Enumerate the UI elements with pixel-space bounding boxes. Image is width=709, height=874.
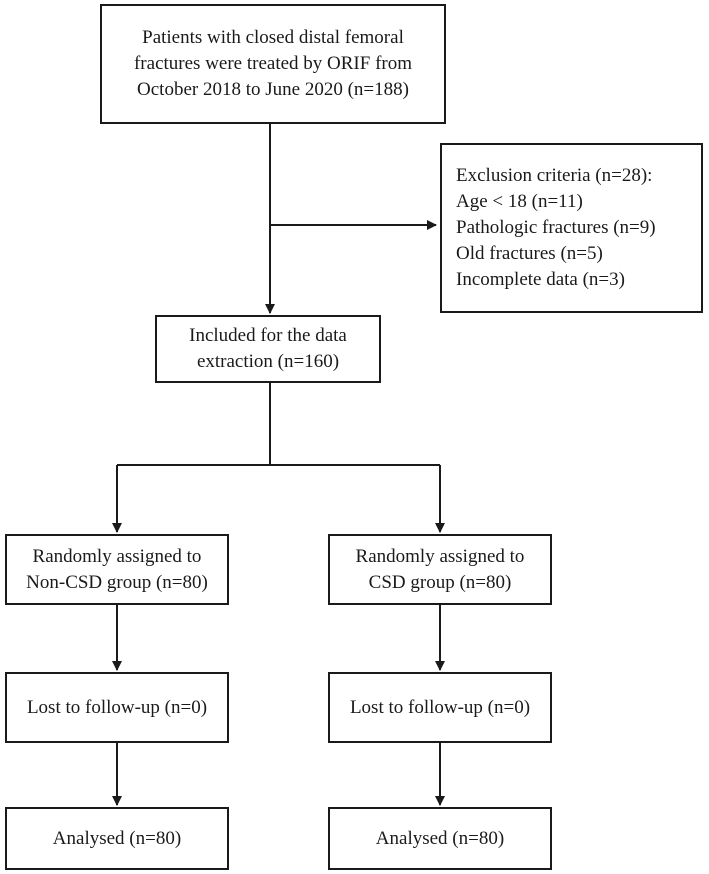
exclusion-item: Old fractures (n=5): [456, 243, 603, 264]
left-assigned-line: Randomly assigned to: [32, 545, 202, 567]
left-lost-box: Lost to follow-up (n=0): [5, 672, 229, 743]
left-analysed-box: Analysed (n=80): [5, 807, 229, 870]
right-analysed-line: Analysed (n=80): [375, 827, 505, 849]
included-line: Included for the data: [189, 325, 347, 346]
left-analysed-line: Analysed (n=80): [52, 827, 182, 849]
start-line: Patients with closed distal femoral: [142, 27, 404, 48]
exclusion-box: Exclusion criteria (n=28): Age < 18 (n=1…: [440, 143, 703, 313]
left-assigned-line: Non-CSD group (n=80): [26, 571, 208, 593]
right-assigned-line: Randomly assigned to: [355, 545, 525, 567]
right-assigned-box: Randomly assigned to CSD group (n=80): [328, 534, 552, 605]
right-lost-box: Lost to follow-up (n=0): [328, 672, 552, 743]
included-box: Included for the data extraction (n=160): [155, 315, 381, 383]
start-line: October 2018 to June 2020 (n=188): [137, 79, 409, 100]
included-line: extraction (n=160): [196, 351, 340, 372]
exclusion-item: Incomplete data (n=3): [456, 269, 625, 290]
left-assigned-box: Randomly assigned to Non-CSD group (n=80…: [5, 534, 229, 605]
start-box: Patients with closed distal femoral frac…: [100, 4, 446, 124]
start-line: fractures were treated by ORIF from: [133, 53, 413, 74]
exclusion-item: Pathologic fractures (n=9): [456, 217, 656, 238]
right-lost-line: Lost to follow-up (n=0): [349, 696, 531, 718]
left-lost-line: Lost to follow-up (n=0): [26, 696, 208, 718]
exclusion-item: Age < 18 (n=11): [456, 191, 583, 212]
right-assigned-line: CSD group (n=80): [368, 571, 512, 593]
exclusion-title: Exclusion criteria (n=28):: [456, 165, 653, 186]
right-analysed-box: Analysed (n=80): [328, 807, 552, 870]
